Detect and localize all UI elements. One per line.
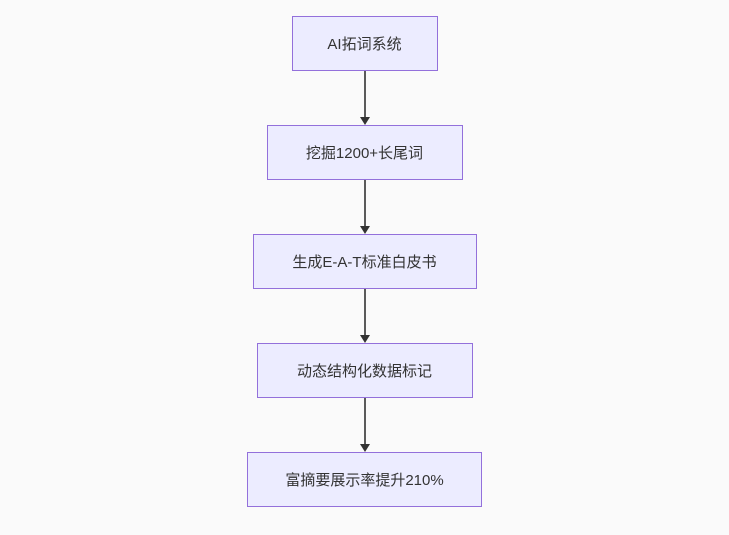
flow-node-eat-whitepaper: 生成E-A-T标准白皮书 [252, 234, 477, 289]
flow-node-ai-word-expansion-system: AI拓词系统 [291, 16, 438, 71]
arrow-down-icon [359, 117, 370, 125]
flow-node-rich-snippet-rate: 富摘要展示率提升210% [247, 452, 482, 507]
flow-edge-2 [359, 180, 370, 234]
arrow-line [363, 289, 366, 335]
flow-node-label: AI拓词系统 [327, 36, 402, 53]
arrow-down-icon [359, 335, 370, 343]
flow-node-label: 动态结构化数据标记 [296, 363, 432, 380]
arrow-line [363, 398, 366, 444]
arrow-line [363, 71, 366, 117]
arrow-line [363, 180, 366, 226]
flow-edge-3 [359, 289, 370, 343]
arrow-down-icon [359, 226, 370, 234]
flow-node-longtail-keywords: 挖掘1200+长尾词 [266, 125, 463, 180]
flow-node-label: 生成E-A-T标准白皮书 [292, 254, 437, 271]
flow-node-label: 挖掘1200+长尾词 [305, 145, 424, 162]
flow-edge-1 [359, 71, 370, 125]
flow-node-label: 富摘要展示率提升210% [285, 472, 444, 489]
arrow-down-icon [359, 444, 370, 452]
flow-edge-4 [359, 398, 370, 452]
flow-node-structured-data-markup: 动态结构化数据标记 [256, 343, 473, 398]
